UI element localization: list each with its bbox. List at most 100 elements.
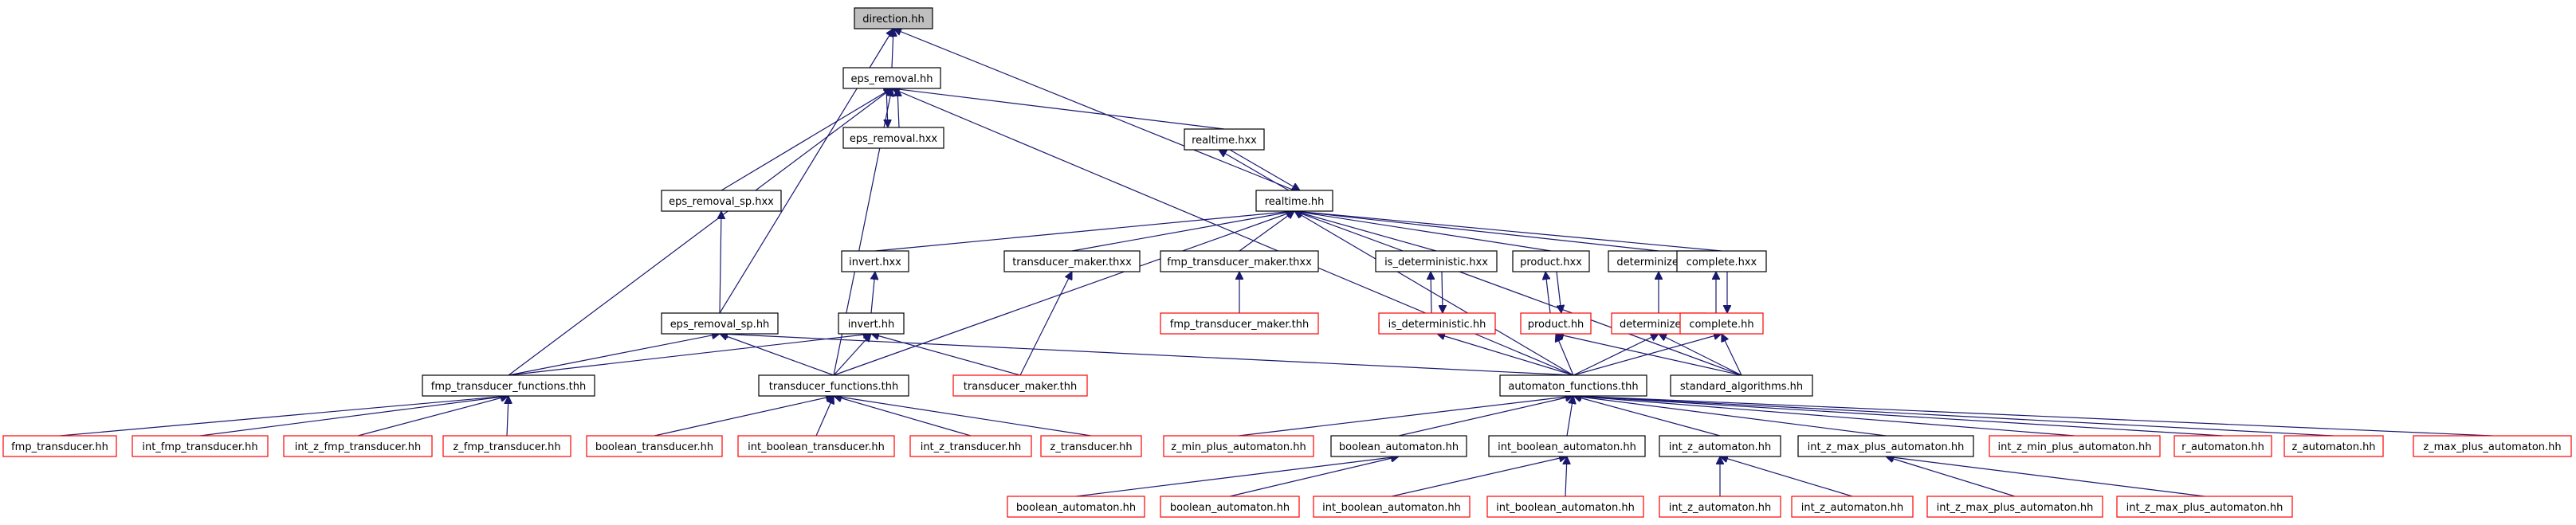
node-box bbox=[2174, 435, 2272, 457]
node-eps-removal-sp-hxx[interactable]: eps_removal_sp.hxx bbox=[661, 190, 782, 212]
node-box bbox=[2116, 496, 2293, 518]
edge-complete_hxx-to-realtime_hh bbox=[1294, 211, 1722, 252]
node-label: z_min_plus_automaton.hh bbox=[1171, 441, 1306, 453]
node-int-boolean-automaton-hh-a[interactable]: int_boolean_automaton.hh bbox=[1488, 435, 1646, 457]
node-int-boolean-transducer-hh[interactable]: int_boolean_transducer.hh bbox=[737, 435, 895, 457]
node-label: product.hxx bbox=[1520, 257, 1582, 268]
node-eps-removal-hxx[interactable]: eps_removal.hxx bbox=[842, 127, 944, 149]
node-fmp-transducer-hh[interactable]: fmp_transducer.hh bbox=[2, 435, 117, 457]
node-label: fmp_transducer_maker.thxx bbox=[1167, 257, 1312, 268]
node-direction[interactable]: direction.hh bbox=[854, 7, 933, 29]
edge-product_hxx-to-product_hh bbox=[1556, 271, 1561, 313]
node-int-z-automaton-hh-a[interactable]: int_z_automaton.hh bbox=[1659, 435, 1781, 457]
node-transducer-maker-thh[interactable]: transducer_maker.thh bbox=[952, 374, 1088, 397]
node-z-min-plus-automaton-hh[interactable]: z_min_plus_automaton.hh bbox=[1163, 435, 1314, 457]
node-int-z-fmp-transducer-hh[interactable]: int_z_fmp_transducer.hh bbox=[283, 435, 433, 457]
node-fmp-transducer-maker-thxx[interactable]: fmp_transducer_maker.thxx bbox=[1160, 250, 1319, 272]
edge-product_hh-to-product_hxx bbox=[1545, 272, 1551, 314]
node-label: invert.hh bbox=[848, 319, 895, 331]
node-z-transducer-hh[interactable]: z_transducer.hh bbox=[1040, 435, 1142, 457]
node-box bbox=[1184, 128, 1265, 151]
node-int-z-max-plus-automaton-hh-b[interactable]: int_z_max_plus_automaton.hh bbox=[1926, 496, 2103, 518]
node-box bbox=[838, 312, 905, 335]
edge-is_deterministic_hxx-to-realtime_hh bbox=[1294, 211, 1437, 252]
node-eps-removal-sp-hh[interactable]: eps_removal_sp.hh bbox=[661, 312, 779, 335]
node-int-z-max-plus-automaton-hh-a[interactable]: int_z_max_plus_automaton.hh bbox=[1797, 435, 1974, 457]
node-label: int_z_automaton.hh bbox=[1801, 502, 1904, 514]
node-realtime-hh[interactable]: realtime.hh bbox=[1255, 190, 1333, 212]
node-r-automaton-hh[interactable]: r_automaton.hh bbox=[2174, 435, 2272, 457]
node-standard-algorithms[interactable]: standard_algorithms.hh bbox=[1670, 374, 1813, 397]
node-fmp-transducer-maker-thh[interactable]: fmp_transducer_maker.thh bbox=[1160, 312, 1319, 335]
node-invert-hxx[interactable]: invert.hxx bbox=[841, 250, 909, 272]
node-complete-hh[interactable]: complete.hh bbox=[1679, 312, 1764, 335]
node-box bbox=[909, 435, 1032, 457]
node-label: int_boolean_automaton.hh bbox=[1496, 502, 1635, 514]
node-transducer-maker-thxx[interactable]: transducer_maker.thxx bbox=[1003, 250, 1141, 272]
node-label: realtime.hh bbox=[1265, 196, 1325, 208]
edge-z_min_plus_automaton_hh-to-automaton_functions bbox=[1238, 396, 1573, 437]
node-box bbox=[1003, 250, 1141, 272]
edge-automaton_functions-to-eps_removal_sp_hh bbox=[720, 334, 1574, 376]
node-int-z-max-plus-automaton-hh-c[interactable]: int_z_max_plus_automaton.hh bbox=[2116, 496, 2293, 518]
node-label: eps_removal.hh bbox=[850, 73, 933, 85]
node-is-deterministic-hh[interactable]: is_deterministic.hh bbox=[1378, 312, 1496, 335]
edge-eps_removal-to-direction bbox=[892, 29, 893, 69]
node-invert-hh[interactable]: invert.hh bbox=[838, 312, 905, 335]
edge-product_hxx-to-realtime_hh bbox=[1294, 211, 1552, 252]
node-z-fmp-transducer-hh[interactable]: z_fmp_transducer.hh bbox=[442, 435, 571, 457]
edge-invert_hxx-to-realtime_hh bbox=[874, 211, 1294, 252]
edge-fmp_transducer_hh-to-fmp_transducer_functions bbox=[59, 396, 509, 437]
node-int-z-transducer-hh[interactable]: int_z_transducer.hh bbox=[909, 435, 1032, 457]
node-automaton-functions[interactable]: automaton_functions.thh bbox=[1499, 374, 1647, 397]
edges-layer bbox=[59, 29, 2493, 497]
node-z-automaton-hh[interactable]: z_automaton.hh bbox=[2283, 435, 2384, 457]
node-int-fmp-transducer-hh[interactable]: int_fmp_transducer.hh bbox=[132, 435, 269, 457]
node-complete-hxx[interactable]: complete.hxx bbox=[1676, 250, 1767, 272]
node-z-max-plus-automaton-hh[interactable]: z_max_plus_automaton.hh bbox=[2413, 435, 2572, 457]
node-fmp-transducer-functions[interactable]: fmp_transducer_functions.thh bbox=[422, 374, 595, 397]
node-label: boolean_automaton.hh bbox=[1170, 502, 1290, 514]
node-box bbox=[422, 374, 595, 397]
edge-automaton_functions-to-determinize_hh bbox=[1573, 334, 1659, 376]
node-int-boolean-automaton-hh-c[interactable]: int_boolean_automaton.hh bbox=[1486, 496, 1644, 518]
node-box bbox=[1163, 435, 1314, 457]
edge-int_z_min_plus_automaton_hh-to-automaton_functions bbox=[1573, 396, 2075, 437]
node-box bbox=[1375, 250, 1498, 272]
node-box bbox=[1659, 496, 1781, 518]
node-label: realtime.hxx bbox=[1192, 135, 1257, 147]
edge-z_max_plus_automaton_hh-to-automaton_functions bbox=[1573, 396, 2493, 437]
node-box bbox=[661, 312, 779, 335]
node-box bbox=[1659, 435, 1781, 457]
node-int-z-min-plus-automaton-hh[interactable]: int_z_min_plus_automaton.hh bbox=[1989, 435, 2161, 457]
node-int-boolean-automaton-hh-b[interactable]: int_boolean_automaton.hh bbox=[1313, 496, 1471, 518]
node-boolean-automaton-hh-c[interactable]: boolean_automaton.hh bbox=[1160, 496, 1300, 518]
node-box bbox=[1040, 435, 1142, 457]
edge-r_automaton_hh-to-automaton_functions bbox=[1573, 396, 2224, 437]
node-label: r_automaton.hh bbox=[2181, 441, 2264, 453]
edge-boolean_transducer_hh-to-transducer_functions bbox=[654, 396, 834, 437]
node-eps-removal[interactable]: eps_removal.hh bbox=[842, 67, 941, 89]
node-realtime-hxx[interactable]: realtime.hxx bbox=[1184, 128, 1265, 151]
node-label: boolean_automaton.hh bbox=[1339, 441, 1459, 453]
node-is-deterministic-hxx[interactable]: is_deterministic.hxx bbox=[1375, 250, 1498, 272]
edge-z_automaton_hh-to-automaton_functions bbox=[1573, 396, 2334, 437]
node-int-z-automaton-hh-b[interactable]: int_z_automaton.hh bbox=[1659, 496, 1781, 518]
edge-transducer_functions-to-realtime_hh bbox=[833, 211, 1294, 376]
node-boolean-automaton-hh-b[interactable]: boolean_automaton.hh bbox=[1007, 496, 1145, 518]
node-boolean-transducer-hh[interactable]: boolean_transducer.hh bbox=[586, 435, 723, 457]
node-label: int_z_max_plus_automaton.hh bbox=[1808, 441, 1965, 453]
node-label: boolean_transducer.hh bbox=[595, 441, 713, 453]
node-transducer-functions[interactable]: transducer_functions.thh bbox=[758, 374, 909, 397]
node-box bbox=[1989, 435, 2161, 457]
node-boolean-automaton-hh-a[interactable]: boolean_automaton.hh bbox=[1330, 435, 1467, 457]
node-product-hh[interactable]: product.hh bbox=[1520, 312, 1592, 335]
node-label: int_z_automaton.hh bbox=[1669, 441, 1772, 453]
edge-fmp_transducer_functions-to-eps_removal bbox=[508, 88, 892, 376]
edge-transducer_maker_thh-to-invert_hh bbox=[871, 334, 1021, 376]
node-box bbox=[1676, 250, 1767, 272]
edge-is_deterministic_hxx-to-is_deterministic_hh bbox=[1442, 271, 1443, 313]
node-box bbox=[1512, 250, 1590, 272]
node-int-z-automaton-hh-c[interactable]: int_z_automaton.hh bbox=[1791, 496, 1914, 518]
node-product-hxx[interactable]: product.hxx bbox=[1512, 250, 1590, 272]
